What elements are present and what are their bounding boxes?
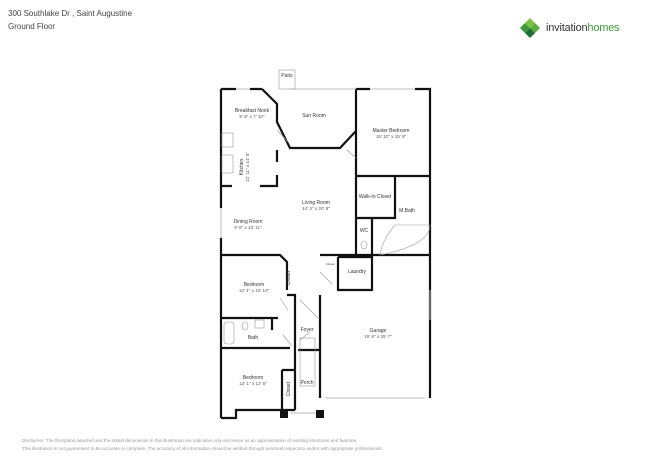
disclaimer-line: This illustration is not guaranteed to b… — [22, 446, 383, 451]
room-label: Porch — [300, 380, 314, 386]
room-label: Foyer — [300, 327, 314, 333]
porch-post — [316, 410, 324, 418]
room-label: Sun Room — [302, 113, 326, 119]
patio-outline — [278, 69, 296, 90]
room-label: M.Bath — [399, 208, 415, 214]
floor-label: Ground Floor — [8, 22, 56, 31]
room-label: Walk-In Closet — [358, 194, 392, 200]
room-label: Closet — [222, 184, 232, 188]
room-label: Bath — [247, 335, 259, 341]
room-label: Closet — [286, 381, 292, 397]
logo-text: invitationhomes — [546, 22, 620, 34]
disclaimer-line: Disclaimer: The floorplans depicted and … — [22, 438, 358, 443]
room-label: Laundry — [347, 269, 367, 275]
room-label: Closet — [286, 270, 292, 286]
room-label: Patio — [281, 73, 293, 79]
porch-post — [280, 410, 288, 418]
address-title: 300 Southlake Dr , Saint Augustine — [8, 9, 133, 18]
room-label: Closet — [325, 262, 335, 266]
windows — [220, 88, 431, 414]
walls — [219, 87, 432, 420]
logo-mark-icon — [520, 18, 540, 38]
room-label: WC — [359, 228, 369, 234]
door-swings — [221, 69, 431, 387]
brand-logo: invitationhomes — [519, 17, 620, 39]
